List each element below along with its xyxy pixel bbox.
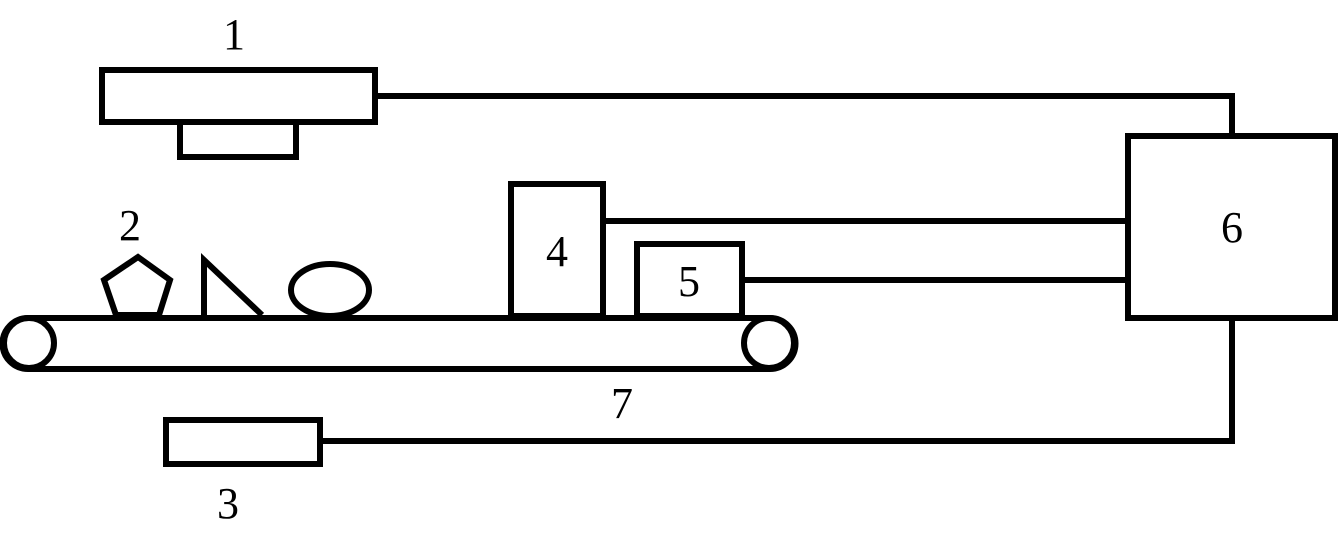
label-4: 4 <box>546 227 568 276</box>
component-4: 4 <box>508 181 606 319</box>
label-6: 6 <box>1221 203 1243 252</box>
left-roller <box>1 315 57 371</box>
component-1-lens <box>177 119 299 160</box>
label-2: 2 <box>119 201 141 250</box>
component-6: 6 <box>1125 133 1338 321</box>
component-1-body <box>99 67 378 125</box>
right-roller <box>741 315 797 371</box>
component-1: 1 <box>99 10 378 160</box>
component-2-objects: 2 <box>100 201 372 319</box>
component-6-box <box>1125 133 1338 321</box>
label-1: 1 <box>223 10 245 59</box>
component-5: 5 <box>634 241 745 319</box>
label-3: 3 <box>217 479 239 528</box>
label-5: 5 <box>678 257 700 306</box>
component-3: 3 <box>163 417 323 528</box>
component-7-conveyor: 7 <box>0 315 799 428</box>
wire-1-to-6 <box>375 93 1235 136</box>
wire-3-to-6 <box>320 318 1235 444</box>
label-7: 7 <box>611 379 633 428</box>
component-3-box <box>163 417 323 467</box>
ellipse-object <box>288 261 372 319</box>
pentagon-object <box>100 253 174 318</box>
triangle-object <box>201 253 265 318</box>
